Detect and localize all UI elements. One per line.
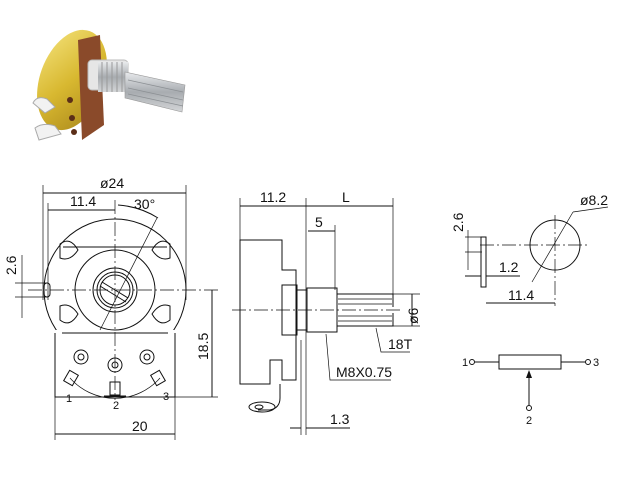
svg-text:3: 3 [163, 391, 169, 403]
slot-width-label: 2.6 [3, 255, 19, 275]
tab-height-label: 2.6 [450, 212, 466, 232]
shaft-diameter-label: ø6 [405, 307, 421, 324]
tab-offset-label: 11.4 [508, 287, 534, 303]
front-view: ø24 11.4 30° 2.6 1 [3, 175, 218, 440]
knurl-label: 18T [388, 336, 413, 352]
anti-rotation-tab [480, 236, 487, 288]
pin-1-label: 1 [462, 357, 468, 369]
shaft-length-label: L [342, 189, 350, 205]
terminal-lug [248, 401, 276, 413]
body-depth-label: 11.2 [260, 189, 286, 205]
terminal-2: 2 [104, 357, 126, 412]
terminal-3: 3 [139, 349, 169, 403]
resistor-body [498, 354, 562, 370]
terminal-lug [32, 97, 56, 114]
terminal-1: 1 [62, 349, 89, 405]
hole-diameter-label: ø8.2 [580, 192, 608, 208]
svg-text:2: 2 [113, 400, 119, 412]
svg-text:1: 1 [66, 393, 72, 405]
threaded-bushing [98, 62, 128, 92]
potentiometer-photo [32, 29, 186, 141]
body-outline [239, 239, 297, 385]
plate-thickness-label: 1.3 [330, 411, 350, 427]
schematic-symbol: 1 3 2 [462, 354, 599, 427]
thread-label: M8X0.75 [336, 364, 392, 380]
height-label: 18.5 [195, 333, 211, 360]
mounting-detail-view: ø8.2 2.6 1.2 11.4 [450, 192, 608, 306]
side-view: 11.2 L 5 ø6 18T M8X0.75 1.3 [232, 189, 421, 435]
angle-label: 30° [134, 196, 155, 212]
width-label: 20 [132, 418, 148, 434]
diameter-label: ø24 [100, 175, 124, 191]
pin-3-label: 3 [593, 357, 599, 369]
pin-2-label: 2 [526, 415, 532, 427]
terminal-lug [34, 123, 62, 141]
offset-label: 11.4 [70, 193, 96, 209]
knurled-shaft [124, 71, 186, 113]
bushing-length-label: 5 [315, 214, 323, 230]
tab-thickness-label: 1.2 [499, 259, 519, 275]
